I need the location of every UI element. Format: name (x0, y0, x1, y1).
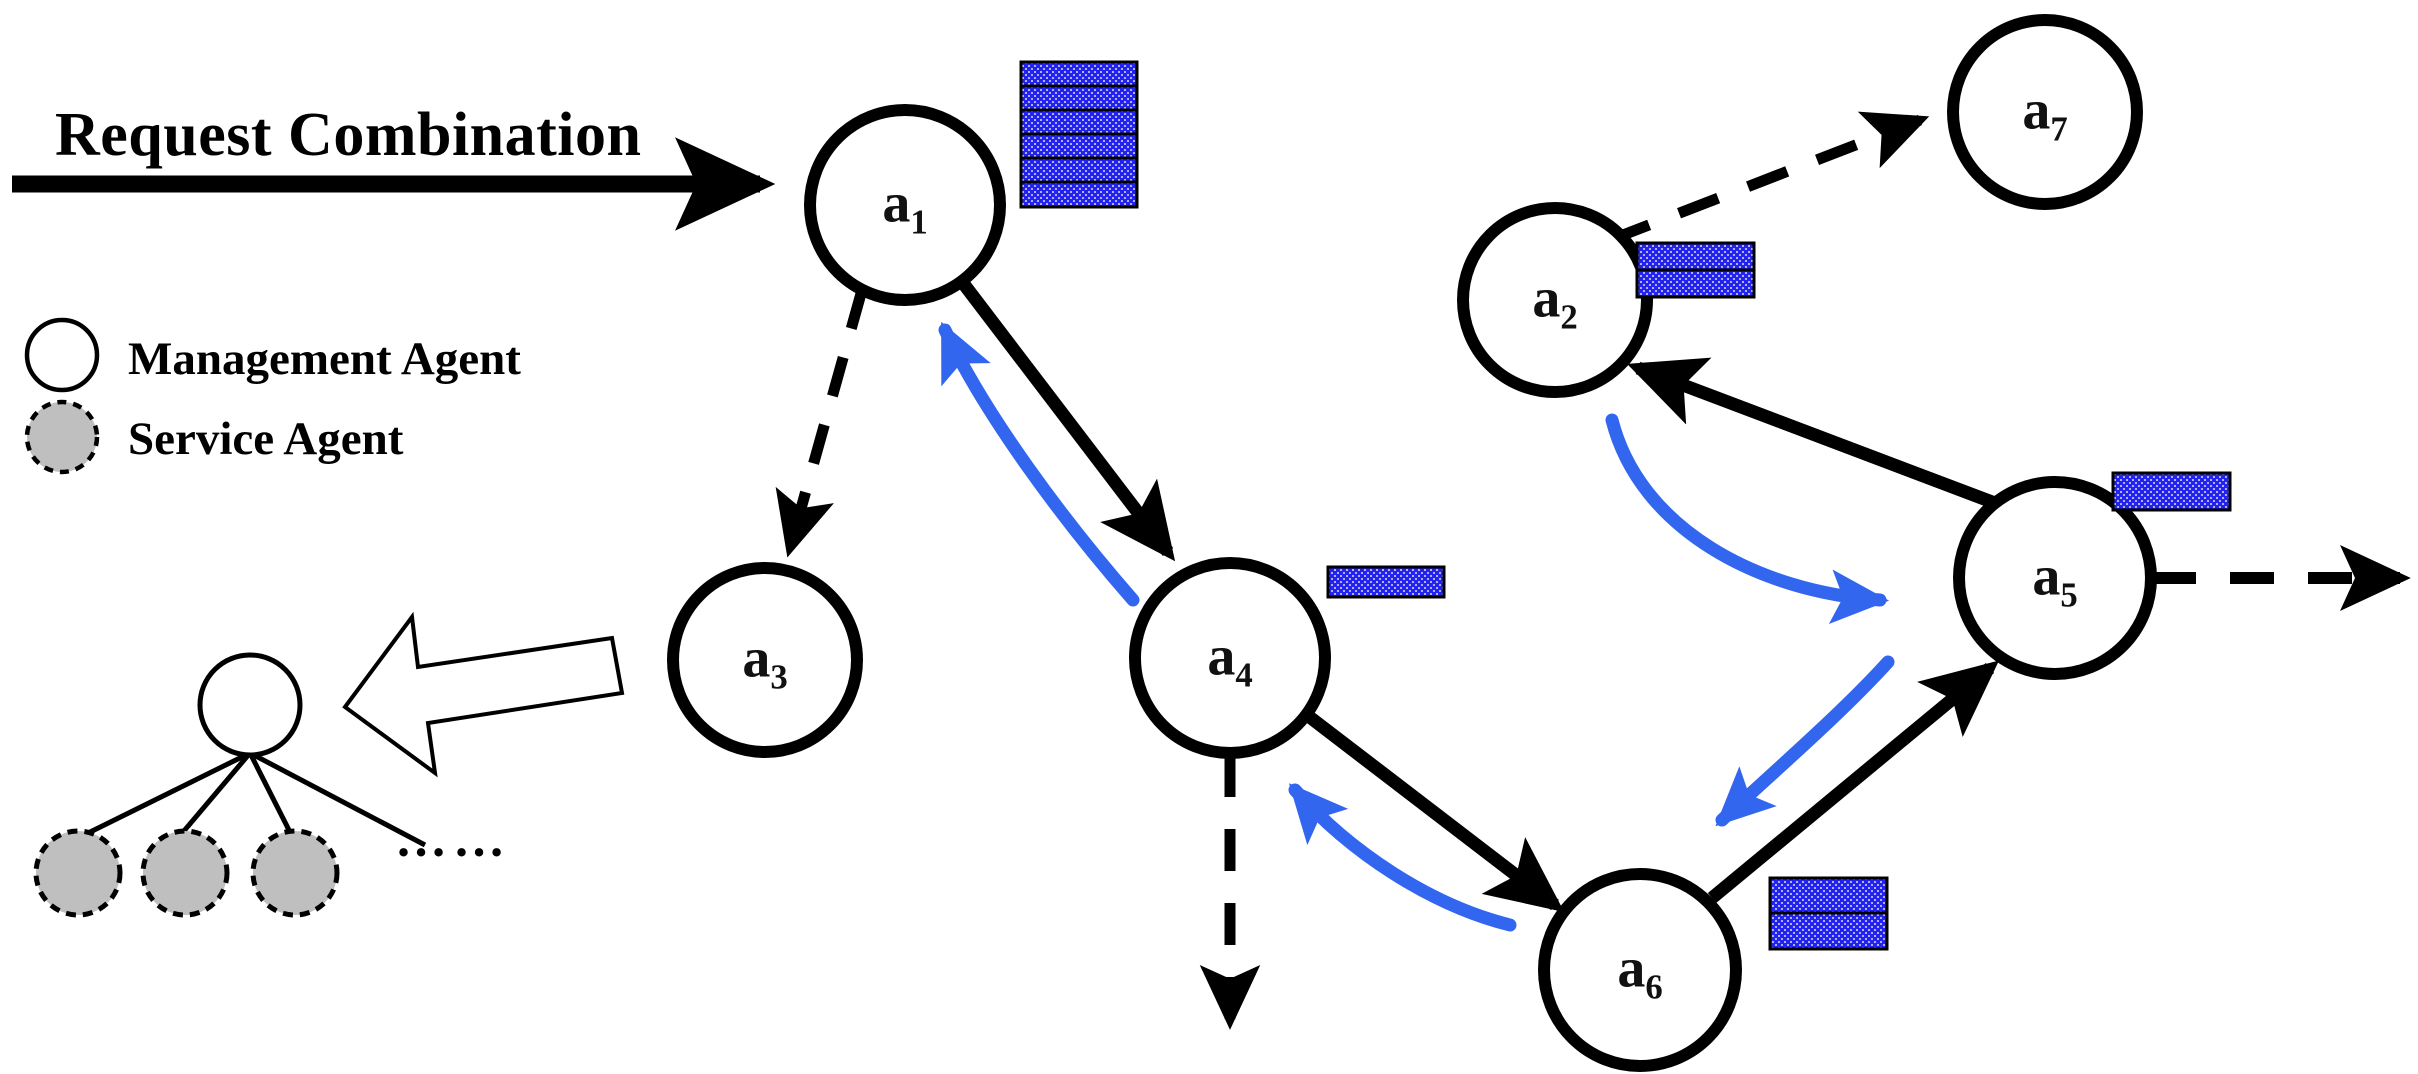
data-block-a6 (1768, 876, 1889, 951)
node-a4-label: a4 (1207, 624, 1252, 695)
node-a6-label: a6 (1617, 936, 1662, 1007)
tree-service-agent-3 (250, 828, 340, 918)
edge-a1-to-a3 (775, 288, 868, 558)
node-a3-index: 3 (770, 657, 788, 697)
edge-a5-to-a2 (1627, 357, 2003, 512)
node-a1-label: a1 (882, 171, 927, 242)
expansion-callout-arrow (342, 611, 625, 778)
node-a2-base: a (1532, 267, 1561, 330)
node-a1-base: a (882, 172, 911, 235)
node-a6 (1538, 868, 1742, 1072)
node-a7 (1947, 14, 2143, 210)
feedback-a2-to-a5 (1605, 413, 1890, 624)
node-a3-base: a (742, 627, 771, 690)
data-block-a2 (1635, 241, 1756, 299)
node-a6-index: 6 (1645, 967, 1663, 1007)
feedback-a5-to-a6 (1715, 655, 1895, 827)
edge-a1-to-a4 (957, 279, 1176, 562)
tree-root-management-agent (197, 652, 303, 758)
node-a4-base: a (1207, 625, 1236, 688)
node-a6-base: a (1617, 937, 1646, 1000)
node-a1-index: 1 (910, 202, 928, 242)
node-a2-index: 2 (1560, 297, 1578, 337)
node-a5 (1953, 476, 2157, 680)
tree-service-agent-1 (33, 828, 123, 918)
node-a2 (1457, 202, 1653, 398)
agent-expansion-tree (33, 652, 427, 918)
legend-management-agent-label: Management Agent (128, 333, 521, 385)
ellipsis-label: …… (395, 811, 511, 868)
node-a5-label: a5 (2032, 544, 2077, 615)
legend-service-agent-icon (24, 399, 100, 475)
node-a5-index: 5 (2060, 575, 2078, 615)
edge-a4-to-a6 (1303, 709, 1565, 913)
edge-a2-to-a7 (1608, 111, 1930, 246)
feedback-a4-to-a1 (938, 321, 1140, 607)
node-a5-base: a (2032, 545, 2061, 608)
legend-service-agent-label: Service Agent (128, 413, 404, 465)
edge-a6-to-a5 (1707, 660, 2000, 904)
data-block-a5 (2111, 471, 2232, 512)
data-block-a4 (1326, 565, 1446, 599)
data-block-a1 (1019, 60, 1139, 209)
node-a7-label: a7 (2022, 78, 2067, 149)
node-a1 (804, 104, 1006, 306)
node-a4 (1129, 557, 1331, 759)
node-a2-label: a2 (1532, 266, 1577, 337)
legend-management-agent-icon (24, 317, 100, 393)
node-a3-label: a3 (742, 626, 787, 697)
request-combination-label: Request Combination (55, 101, 642, 169)
node-a3 (667, 562, 863, 758)
feedback-a6-to-a4 (1288, 783, 1517, 932)
tree-service-agent-2 (140, 828, 230, 918)
node-a4-index: 4 (1235, 655, 1253, 695)
node-a7-base: a (2022, 79, 2051, 142)
node-a7-index: 7 (2050, 109, 2068, 149)
